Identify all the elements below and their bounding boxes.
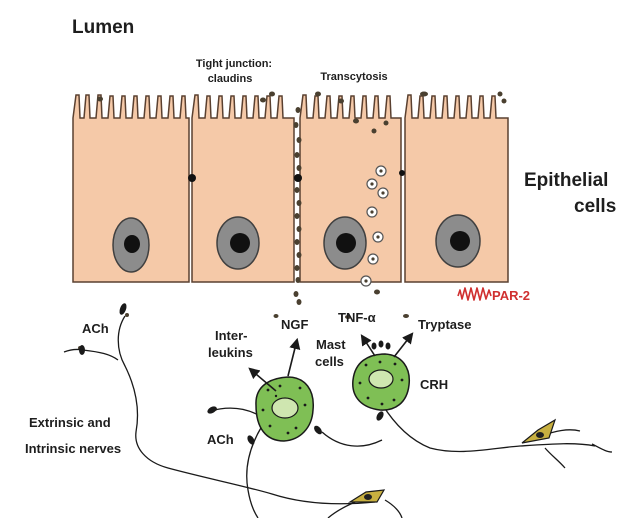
neurons xyxy=(350,420,555,502)
nerves-label-line2: Intrinsic nerves xyxy=(25,441,121,456)
epithelial-label: Epithelial xyxy=(524,170,608,191)
nucleolus xyxy=(124,235,140,253)
tight-junction-dot xyxy=(188,174,196,182)
nucleolus xyxy=(450,231,470,251)
mast-cells-label: Mast xyxy=(316,337,346,352)
interleukins-label: Inter- xyxy=(215,328,248,343)
nucleolus xyxy=(336,233,356,253)
tight-junction-dot xyxy=(294,174,302,182)
nerves-label: Extrinsic and xyxy=(29,415,111,430)
neuron-nucleus xyxy=(536,432,544,438)
ach-label-bottom: ACh xyxy=(207,432,234,447)
interleukins-label-line2: leukins xyxy=(208,345,253,360)
par2-receptor-icon xyxy=(458,288,491,300)
neuron-nucleus xyxy=(364,494,372,500)
crh-label: CRH xyxy=(420,377,448,392)
mast-cells-label-line2: cells xyxy=(315,354,344,369)
nucleolus xyxy=(230,233,250,253)
ach-label-top: ACh xyxy=(82,321,109,336)
arrow-ngf xyxy=(288,340,297,376)
lumen-label: Lumen xyxy=(72,17,134,38)
neuron-body xyxy=(522,420,555,443)
arrow-tryptase xyxy=(394,334,412,357)
tryptase-label: Tryptase xyxy=(418,317,471,332)
tnf-label: TNF-α xyxy=(338,310,376,325)
par2-label: PAR-2 xyxy=(492,288,530,303)
tight-junction-label: Tight junction: xyxy=(196,58,272,70)
tight-junction-dot xyxy=(399,170,405,176)
mast-cell xyxy=(256,377,313,441)
ngf-label: NGF xyxy=(281,317,309,332)
transcytosis-label: Transcytosis xyxy=(320,71,387,83)
epithelial-label-line2: cells xyxy=(574,196,616,217)
tight-junction-label-line2: claudins xyxy=(208,73,253,85)
mast-cell xyxy=(353,354,409,410)
